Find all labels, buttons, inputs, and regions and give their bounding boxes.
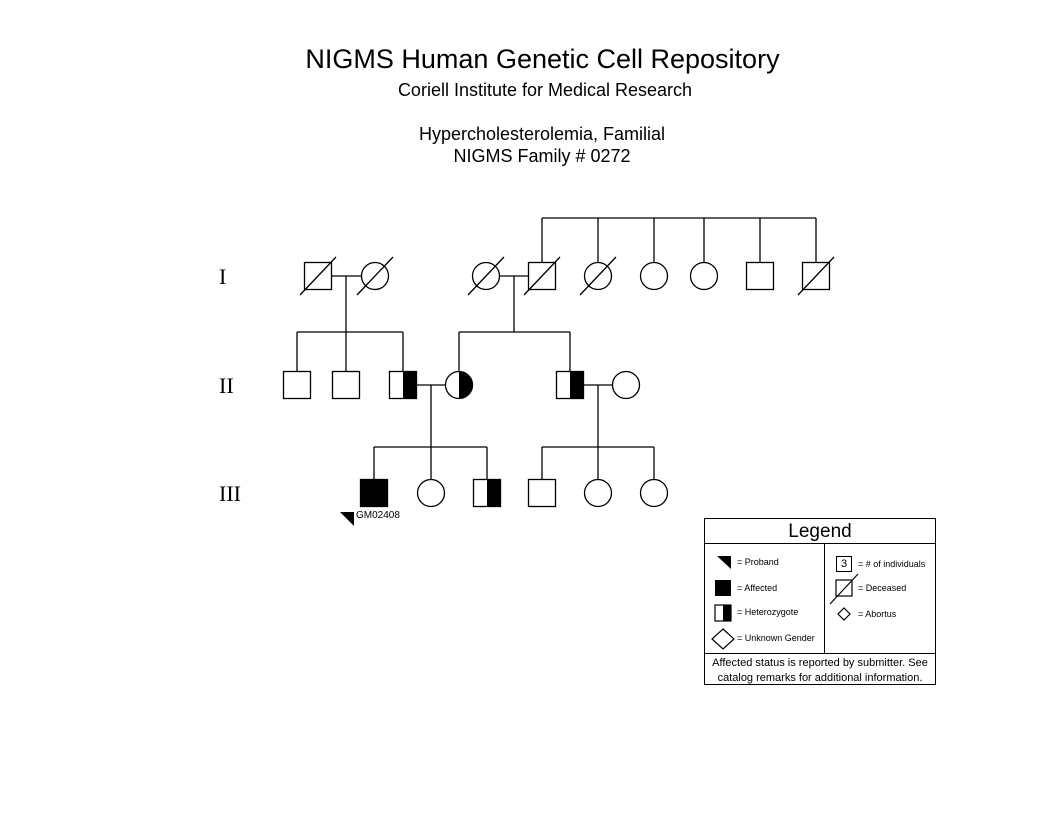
- legend-proband-label: = Proband: [737, 557, 779, 567]
- individual-i-8: [745, 261, 775, 291]
- generation-label-2: II: [219, 373, 234, 398]
- legend-divider-vertical: [824, 543, 825, 653]
- legend-abortus-label: = Abortus: [858, 609, 897, 619]
- legend-unknown-gender-label: = Unknown Gender: [737, 633, 815, 643]
- generation-label-3: III: [219, 481, 241, 506]
- legend-symbols: [711, 556, 859, 650]
- individual-ii-3: [388, 370, 418, 400]
- individual-i-4: [523, 256, 561, 296]
- individual-iii-6: [639, 478, 669, 508]
- individual-i-5: [579, 256, 617, 296]
- legend-divider-bottom: [705, 653, 935, 654]
- proband-arrow-icon: [340, 512, 354, 526]
- affected-square-icon: [715, 580, 731, 596]
- legend-count-label: = # of individuals: [858, 559, 926, 569]
- individual-i-6: [639, 261, 669, 291]
- individual-i-7: [689, 261, 719, 291]
- individual-i-9: [797, 256, 835, 296]
- family-number: NIGMS Family # 0272: [453, 146, 631, 166]
- individual-iii-2: [416, 478, 446, 508]
- legend: Legend = Proband = Affected = Heterozygo…: [704, 518, 936, 685]
- generation-label-1: I: [219, 264, 226, 289]
- pedigree-symbols: [282, 256, 835, 526]
- individual-ii-6: [611, 370, 641, 400]
- disease-name: Hypercholesterolemia, Familial: [418, 124, 666, 144]
- page-subtitle: Coriell Institute for Medical Research: [397, 80, 693, 100]
- legend-heterozygote-label: = Heterozygote: [737, 607, 799, 617]
- legend-affected-label: = Affected: [737, 583, 778, 593]
- unknown-gender-diamond-icon: [711, 628, 735, 650]
- individual-ii-4: [444, 370, 474, 400]
- page-title: NIGMS Human Genetic Cell Repository: [305, 44, 780, 74]
- proband-arrow-icon: [717, 556, 731, 569]
- individual-iii-1: [340, 478, 389, 526]
- individual-iii-4: [527, 478, 557, 508]
- legend-divider-top: [705, 543, 935, 544]
- individual-ii-2: [331, 370, 361, 400]
- proband-id-label: GM02408: [356, 510, 400, 521]
- individual-ii-5: [555, 370, 585, 400]
- legend-note-line-2: catalog remarks for additional informati…: [717, 672, 923, 684]
- individual-iii-3: [472, 478, 502, 508]
- legend-title: Legend: [788, 521, 852, 542]
- individual-i-3: [467, 256, 505, 296]
- pedigree-lines: [296, 217, 817, 479]
- legend-deceased-label: = Deceased: [858, 583, 907, 593]
- legend-count-box: 3: [836, 556, 852, 572]
- individual-i-1: [299, 256, 337, 296]
- legend-note: Affected status is reported by submitter…: [705, 656, 935, 686]
- individual-i-2: [356, 256, 394, 296]
- legend-note-line-1: Affected status is reported by submitter…: [712, 657, 928, 669]
- individual-iii-5: [583, 478, 613, 508]
- individual-ii-1: [282, 370, 312, 400]
- abortus-diamond-icon: [837, 607, 851, 621]
